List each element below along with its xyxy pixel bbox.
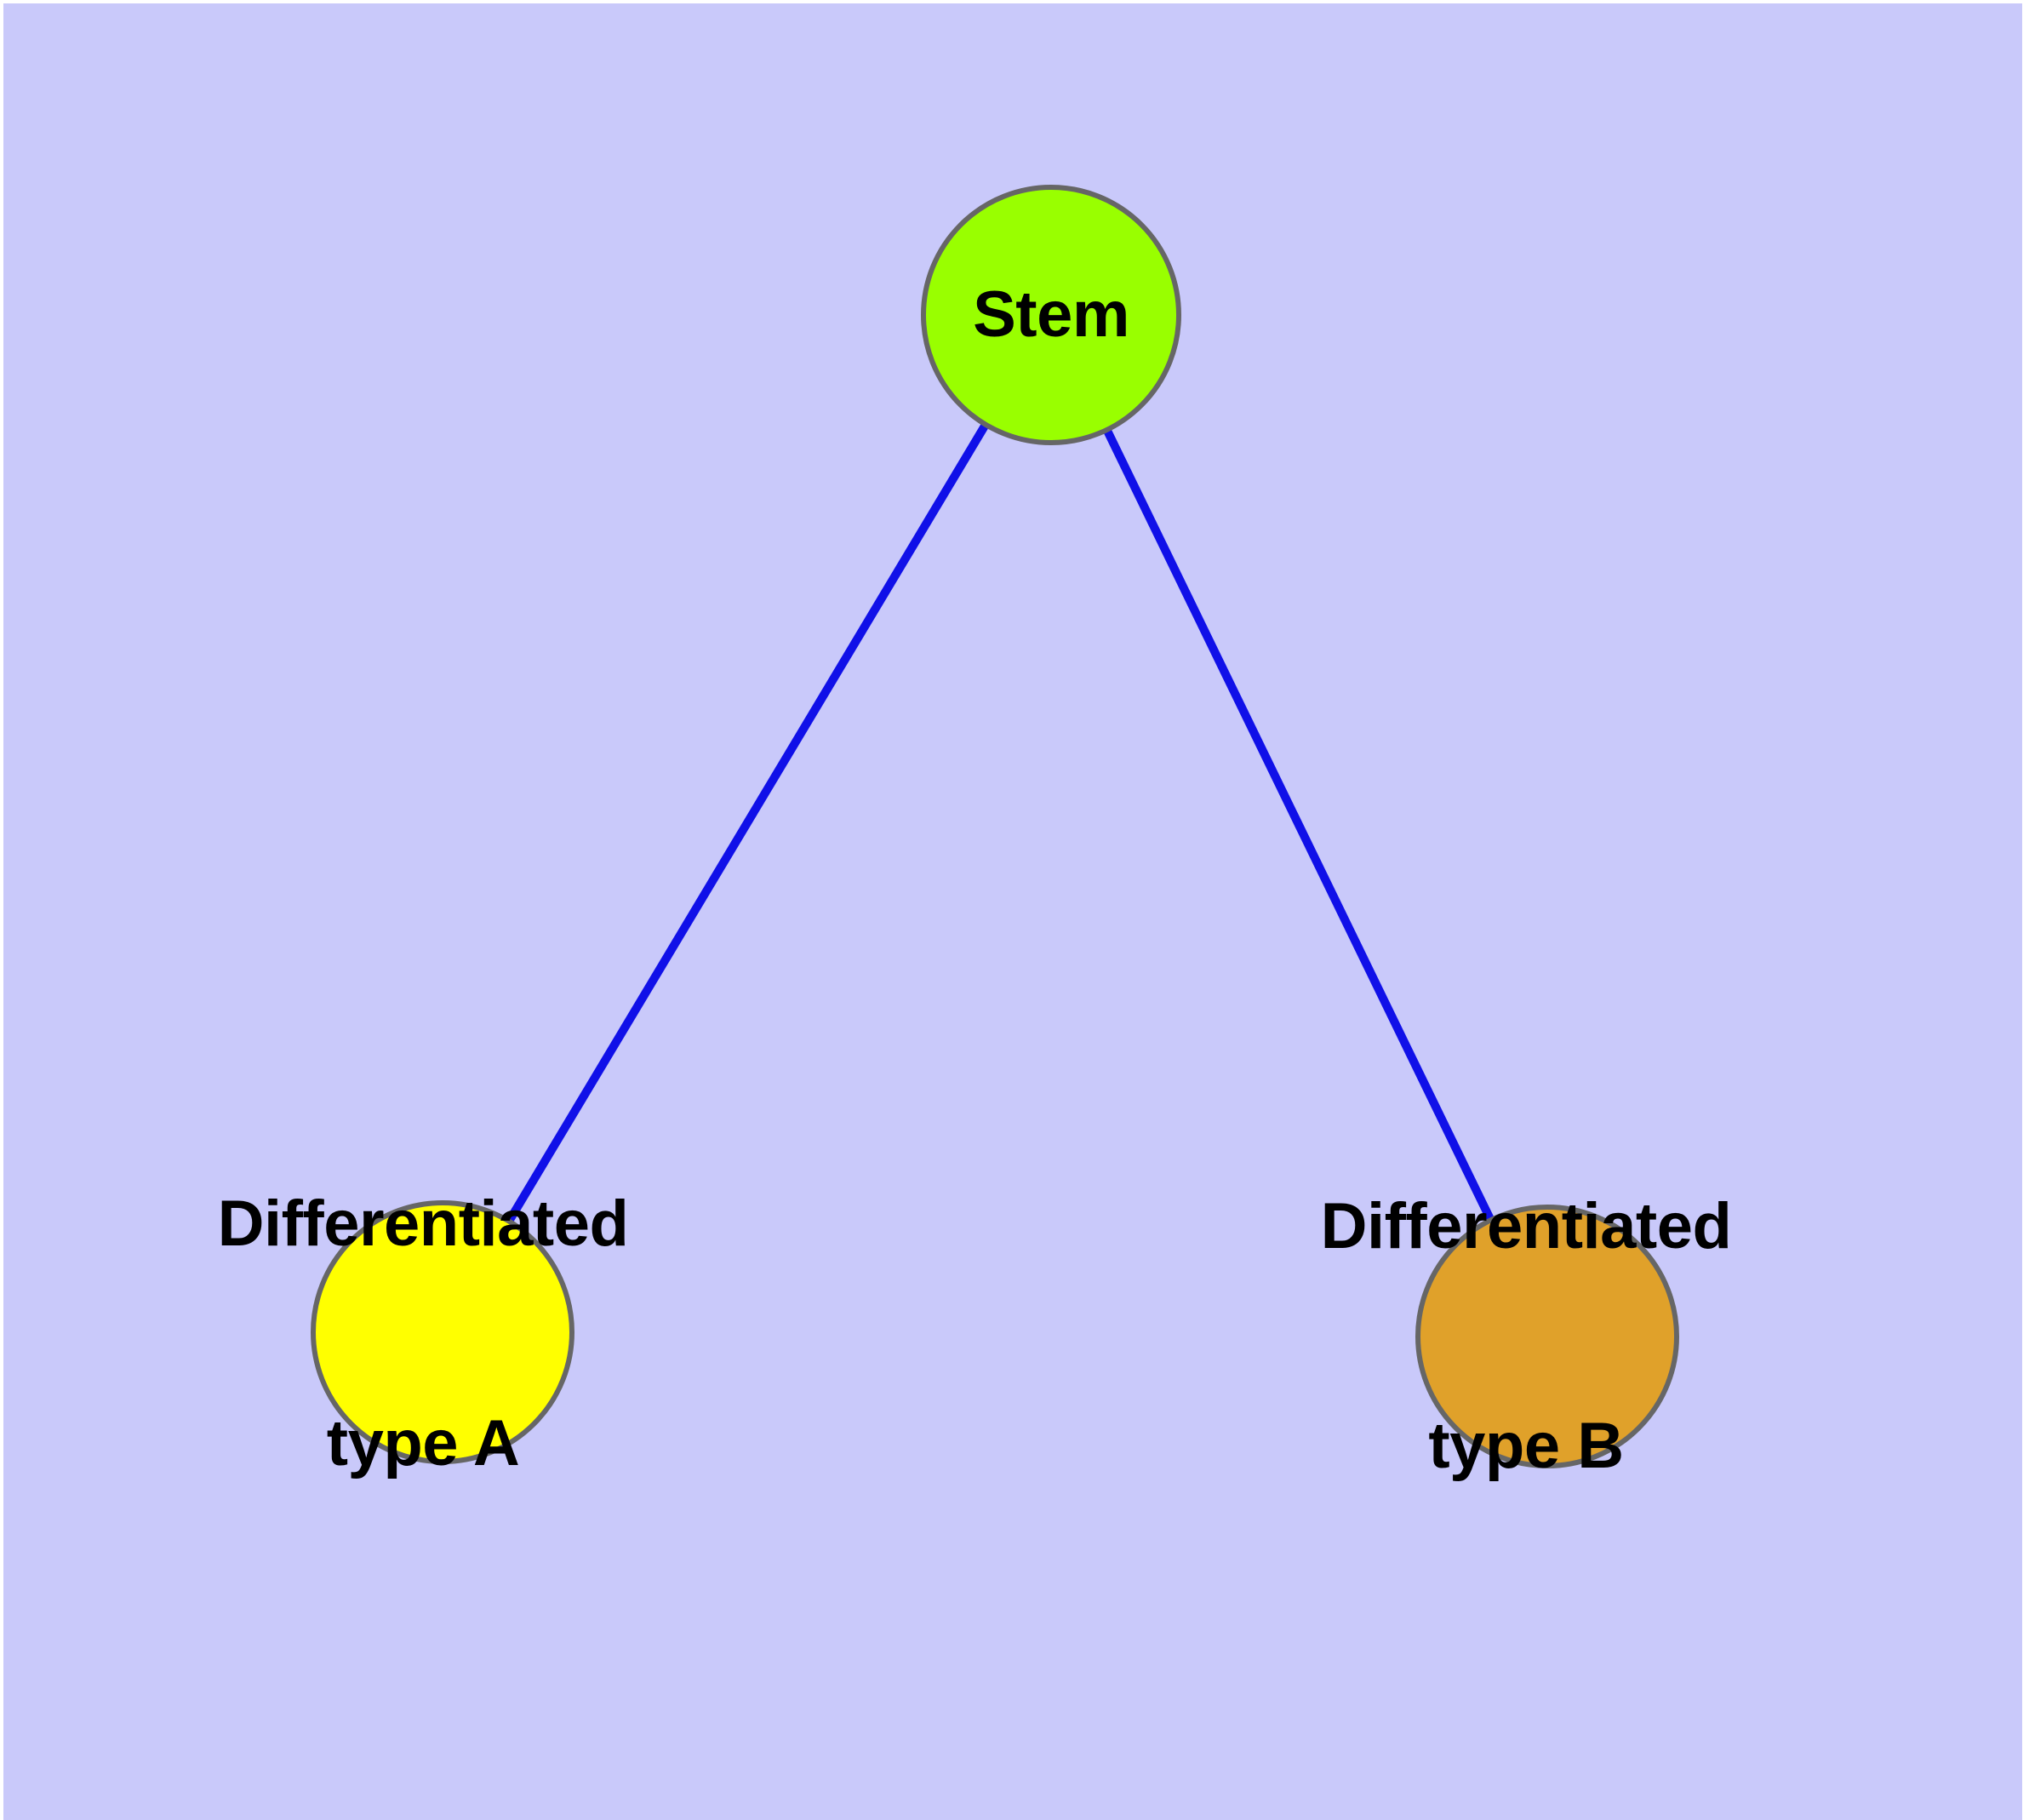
edge-layer	[438, 312, 1552, 1339]
edge-stem-to-diff-a[interactable]	[438, 312, 1055, 1335]
node-circle-diff-a[interactable]	[311, 1200, 574, 1464]
node-layer	[311, 185, 1679, 1468]
node-circle-stem[interactable]	[921, 185, 1181, 445]
node-circle-diff-b[interactable]	[1415, 1205, 1679, 1468]
edge-stem-to-diff-b[interactable]	[1047, 312, 1552, 1339]
